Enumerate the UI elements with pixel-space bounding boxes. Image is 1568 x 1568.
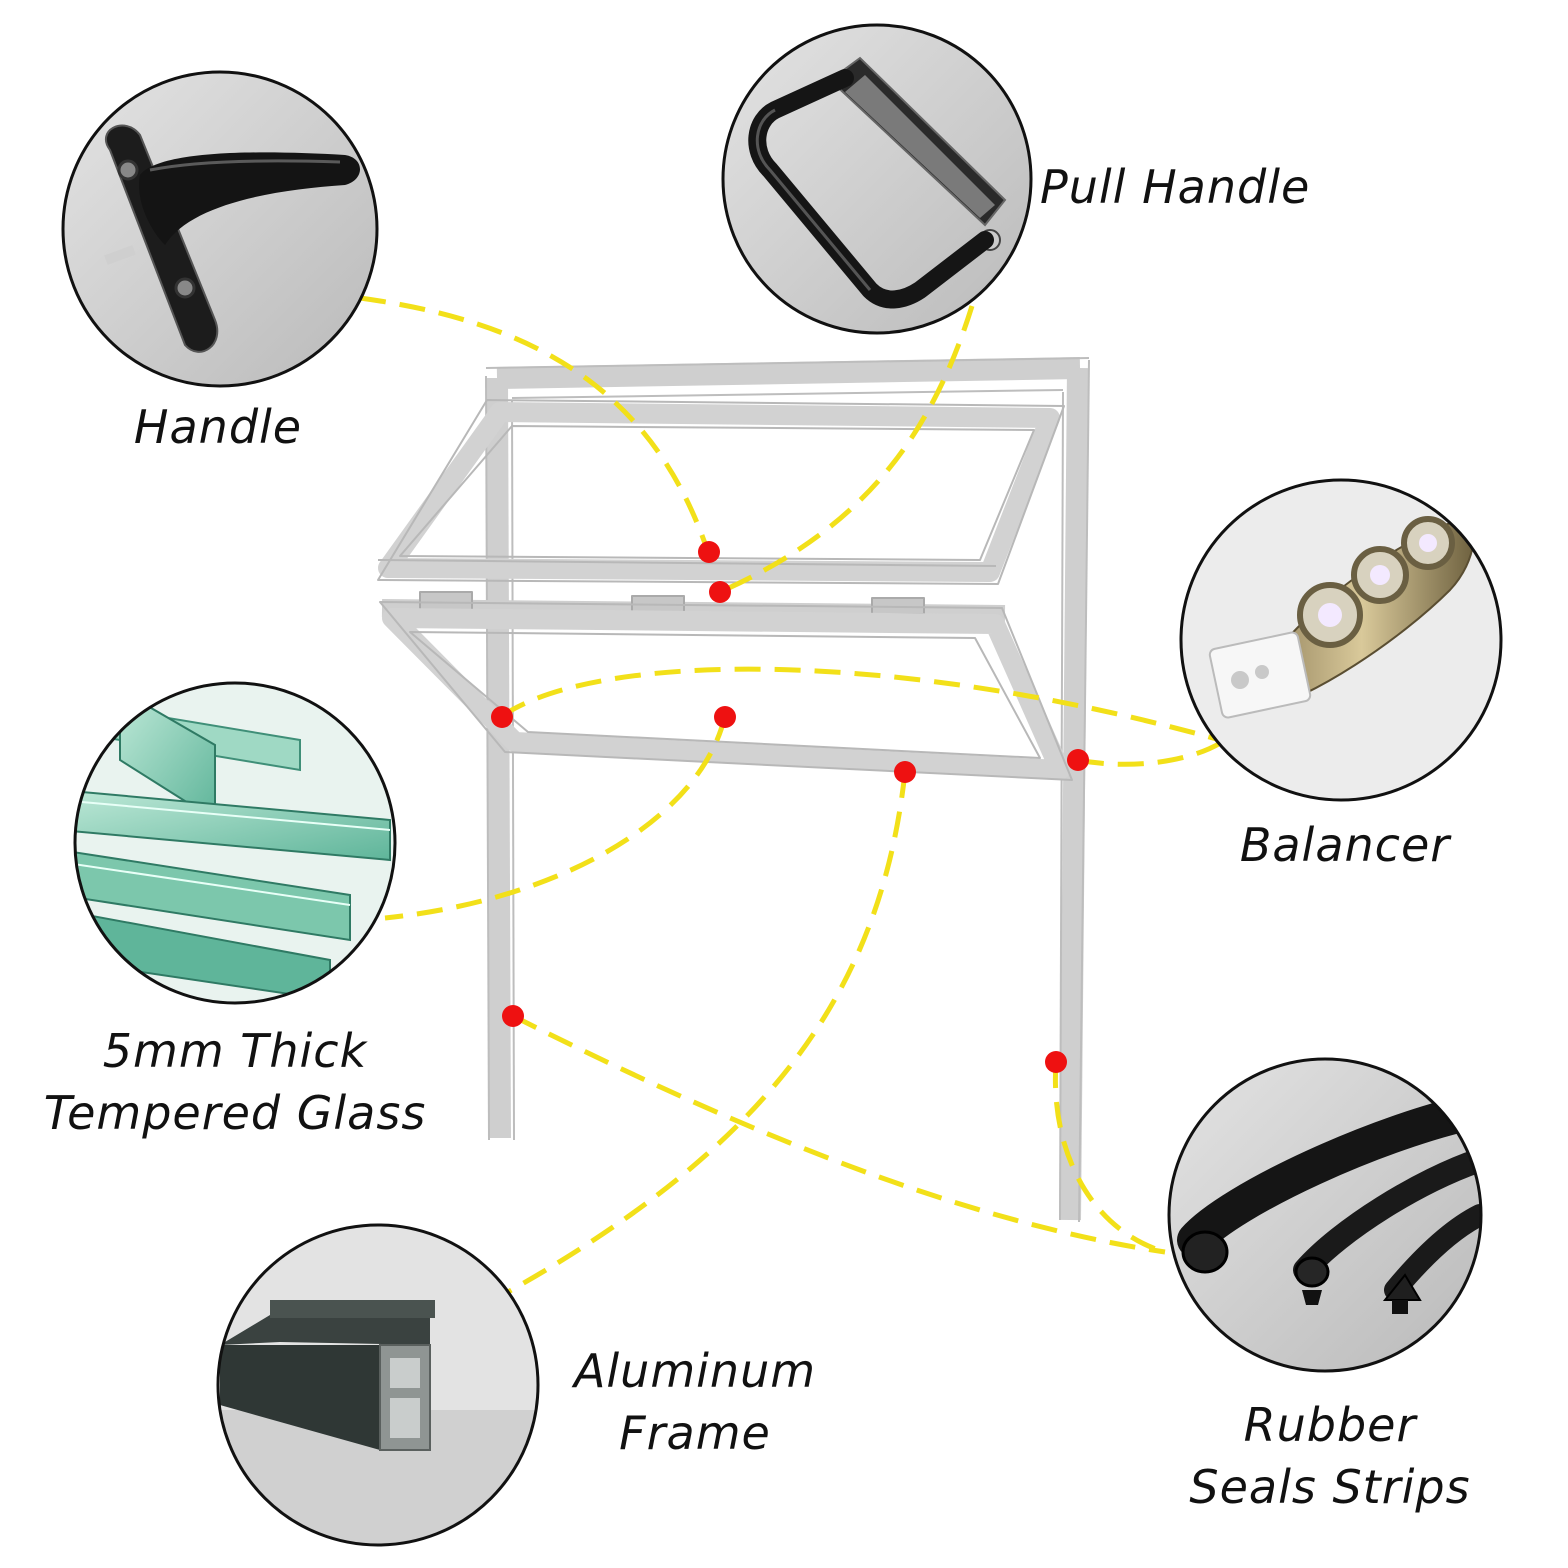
connector-rubber-left [511, 1013, 1166, 1255]
connector-balancer-left [500, 666, 1221, 743]
connector-handle [359, 295, 711, 553]
marker-glass [714, 706, 736, 728]
label-rubber-seals-line-1: Rubber [1243, 1398, 1417, 1452]
label-aluminum-frame: Aluminum Frame [565, 1340, 825, 1464]
connector-lines [359, 295, 1224, 1295]
connector-pull-handle [718, 305, 975, 595]
label-balancer: Balancer [1225, 814, 1465, 876]
aluminum-profile-icon [216, 1223, 540, 1547]
connector-glass [384, 715, 728, 921]
label-handle: Handle [118, 396, 318, 458]
connector-rubber-right [1052, 1061, 1166, 1255]
connector-aluminum [506, 771, 908, 1295]
marker-balancer-right [1067, 749, 1089, 771]
label-tempered-glass: 5mm Thick Tempered Glass [30, 1020, 440, 1144]
label-rubber-seals: Rubber Seals Strips [1175, 1394, 1485, 1518]
casement-handle-icon [61, 70, 379, 388]
label-rubber-seals-line-2: Seals Strips [1189, 1460, 1471, 1514]
marker-handle [698, 541, 720, 563]
part-markers [491, 541, 1089, 1073]
label-aluminum-frame-line-2: Frame [619, 1406, 771, 1460]
label-handle-line-1: Handle [133, 400, 303, 454]
window-frame-illustration [377, 357, 1090, 1223]
marker-aluminum [894, 761, 916, 783]
friction-balancer-icon [1179, 478, 1503, 802]
label-pull-handle-line-1: Pull Handle [1040, 160, 1311, 214]
marker-pull-handle [709, 581, 731, 603]
rubber-seal-strips-icon [1167, 1057, 1483, 1373]
label-tempered-glass-line-2: Tempered Glass [43, 1086, 427, 1140]
connector-balancer-right [1077, 739, 1224, 767]
marker-rubber-left [502, 1005, 524, 1027]
label-pull-handle: Pull Handle [1040, 156, 1330, 218]
marker-balancer-left [491, 706, 513, 728]
lower-sash [382, 608, 1070, 780]
label-tempered-glass-line-1: 5mm Thick [102, 1024, 368, 1078]
label-aluminum-frame-line-1: Aluminum [573, 1344, 817, 1398]
outer-frame [486, 357, 1089, 1221]
pull-handle-icon [721, 23, 1033, 335]
stacked-glass-icon [73, 681, 397, 1005]
upper-sash [378, 402, 1060, 582]
label-balancer-line-1: Balancer [1239, 818, 1451, 872]
marker-rubber-right [1045, 1051, 1067, 1073]
